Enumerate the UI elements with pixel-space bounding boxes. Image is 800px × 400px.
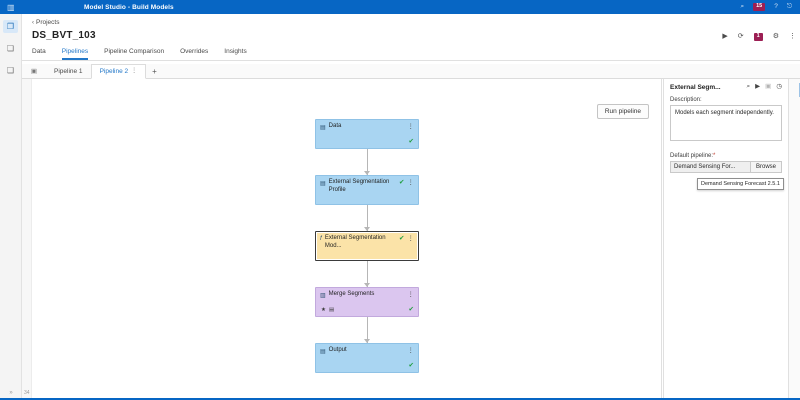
status-line (0, 398, 800, 400)
function-icon: 𝑓 (320, 236, 322, 242)
table-icon: ▤ (320, 181, 326, 187)
node-data-status-icon: ✔ (408, 137, 414, 145)
sidebar-item-nodes[interactable]: ❑ (6, 66, 15, 75)
node-output-menu-icon[interactable]: ⋮ (407, 347, 415, 354)
run-pipeline-button[interactable]: Run pipeline (596, 104, 649, 119)
question-mark-icon[interactable]: ? (774, 2, 778, 10)
top-app-bar: ▥ Model Studio - Build Models ⌕ 15 ? ⎋ (0, 0, 800, 14)
node-data[interactable]: ▤ Data ⋮ ✔ (315, 119, 419, 149)
collapse-panel-icon[interactable]: ▣ (30, 68, 38, 75)
properties-panel-icon[interactable]: ▤ (798, 83, 800, 97)
grid-menu-icon[interactable]: ▥ (6, 2, 16, 12)
tab-pipelines[interactable]: Pipelines (61, 48, 89, 60)
tab-pipeline-comparison[interactable]: Pipeline Comparison (104, 48, 165, 55)
default-pipeline-row: Demand Sensing For... Browse (670, 161, 782, 173)
table-icon: ▤ (320, 125, 326, 131)
sidebar-item-pages[interactable]: ❐ (3, 20, 18, 33)
node-output[interactable]: ▤ Output ⋮ ✔ (315, 343, 419, 373)
connector-2 (315, 205, 419, 231)
node-external-segmentation-profile-label: External Segmentation Profile (328, 179, 390, 193)
canvas-ruler: 34 (22, 79, 32, 400)
pipeline-tab-2-menu-icon[interactable]: ⋮ (131, 68, 138, 74)
page-title: DS_BVT_103 (32, 30, 96, 41)
pipeline-tab-1-label: Pipeline 1 (54, 67, 83, 75)
resize-icon[interactable]: ⋮⋮ (789, 389, 800, 396)
play-icon[interactable]: ▶ (722, 33, 728, 41)
pipeline-canvas[interactable]: 34 Run pipeline ▤ Data ⋮ ✔ ▤ (22, 79, 662, 400)
description-label: Description: (670, 97, 702, 103)
run-node-icon[interactable]: ▶ (755, 83, 761, 91)
default-pipeline-label: Default pipeline:* (670, 153, 782, 159)
node-merge-segments[interactable]: ▥ Merge Segments ⋮ ★ ▤ ✔ (315, 287, 419, 317)
pipeline-tab-1[interactable]: Pipeline 1 (46, 64, 91, 79)
node-external-segmentation-profile-status-icon: ✔ (399, 179, 405, 186)
star-icon: ★ (321, 306, 326, 313)
results-icon[interactable]: ▣ (765, 83, 772, 91)
sign-out-icon[interactable]: ⎋ (786, 2, 792, 10)
table-small-icon: ▤ (328, 306, 335, 313)
node-external-segmentation-profile-menu-icon[interactable]: ⋮ (407, 179, 415, 186)
notification-badge[interactable]: 15 (753, 3, 766, 11)
output-icon: ▤ (320, 349, 326, 355)
default-pipeline-label-text: Default pipeline: (670, 153, 714, 159)
node-external-segmentation-model-menu-icon[interactable]: ⋮ (407, 235, 415, 242)
properties-panel-header: External Segm... ⌕ ▶ ▣ ◷ (670, 84, 782, 91)
description-field[interactable] (670, 105, 782, 141)
top-bar-actions: ⌕ 15 ? ⎋ (740, 3, 800, 11)
node-external-segmentation-profile[interactable]: ▤ External Segmentation Profile ✔ ⋮ (315, 175, 419, 205)
gear-icon[interactable]: ⚙ (772, 33, 779, 41)
pipeline-tab-2-label: Pipeline 2 (99, 68, 129, 75)
node-external-segmentation-model-status-icon: ✔ (399, 235, 405, 242)
node-output-status-icon: ✔ (408, 361, 414, 369)
node-data-menu-icon[interactable]: ⋮ (407, 123, 415, 130)
pipeline-tab-strip: ▣ Pipeline 1 Pipeline 2 ⋮ + (22, 64, 800, 79)
history-icon[interactable]: ◷ (776, 83, 782, 91)
properties-panel: External Segm... ⌕ ▶ ▣ ◷ Description: De… (663, 79, 788, 400)
tab-data[interactable]: Data (32, 48, 46, 55)
pipeline-tab-2[interactable]: Pipeline 2 ⋮ (90, 64, 147, 79)
connector-3 (315, 261, 419, 287)
add-pipeline-button[interactable]: + (152, 66, 157, 76)
connector-4 (315, 317, 419, 343)
search-icon[interactable]: ⌕ (740, 2, 745, 10)
expand-icon[interactable]: » (9, 390, 13, 396)
workspace-badge[interactable]: 1 (753, 33, 763, 41)
default-pipeline-value[interactable]: Demand Sensing For... (670, 161, 750, 173)
canvas-ruler-label: 34 (24, 390, 30, 396)
node-merge-segments-badges: ★ ▤ (321, 306, 335, 314)
right-icon-strip: ▤ ⋮⋮ (788, 79, 800, 400)
connector-1 (315, 149, 419, 175)
app-title: Model Studio - Build Models (84, 3, 174, 11)
pipeline-flow: ▤ Data ⋮ ✔ ▤ External Segmentation Profi… (315, 119, 419, 373)
node-merge-segments-status-icon: ✔ (408, 305, 414, 313)
workspace-toolbar: ▶ ⟳ 1 ⚙ ⋮ (722, 33, 796, 41)
node-output-label: Output (328, 347, 347, 353)
merge-icon: ▥ (320, 293, 326, 299)
properties-panel-title: External Segm... (670, 84, 721, 91)
breadcrumb[interactable]: ‹ Projects (22, 14, 800, 26)
breadcrumb-label: Projects (36, 19, 60, 26)
default-pipeline-tooltip: Demand Sensing Forecast 2.5.1 (697, 178, 784, 190)
node-merge-segments-label: Merge Segments (328, 291, 375, 297)
page-container: ‹ Projects DS_BVT_103 Data Pipelines Pip… (22, 14, 800, 400)
left-icon-rail: ❐ ❏ ❑ » (0, 14, 22, 400)
sidebar-item-data[interactable]: ❏ (6, 44, 15, 53)
search-icon[interactable]: ⌕ (746, 83, 751, 91)
node-external-segmentation-model-label: External Segmentation Mod... (324, 235, 386, 249)
chevron-left-icon: ‹ (32, 19, 34, 26)
tab-overrides[interactable]: Overrides (180, 48, 209, 55)
main-tabs: Data Pipelines Pipeline Comparison Overr… (22, 46, 800, 61)
node-data-label: Data (328, 123, 342, 129)
refresh-icon[interactable]: ⟳ (737, 33, 744, 41)
node-merge-segments-menu-icon[interactable]: ⋮ (407, 291, 415, 298)
vertical-dots-icon[interactable]: ⋮ (789, 33, 796, 41)
required-asterisk: * (713, 153, 716, 159)
node-external-segmentation-model[interactable]: 𝑓 External Segmentation Mod... ✔ ⋮ (315, 231, 419, 261)
browse-button[interactable]: Browse (749, 161, 782, 173)
tab-insights[interactable]: Insights (224, 48, 247, 55)
